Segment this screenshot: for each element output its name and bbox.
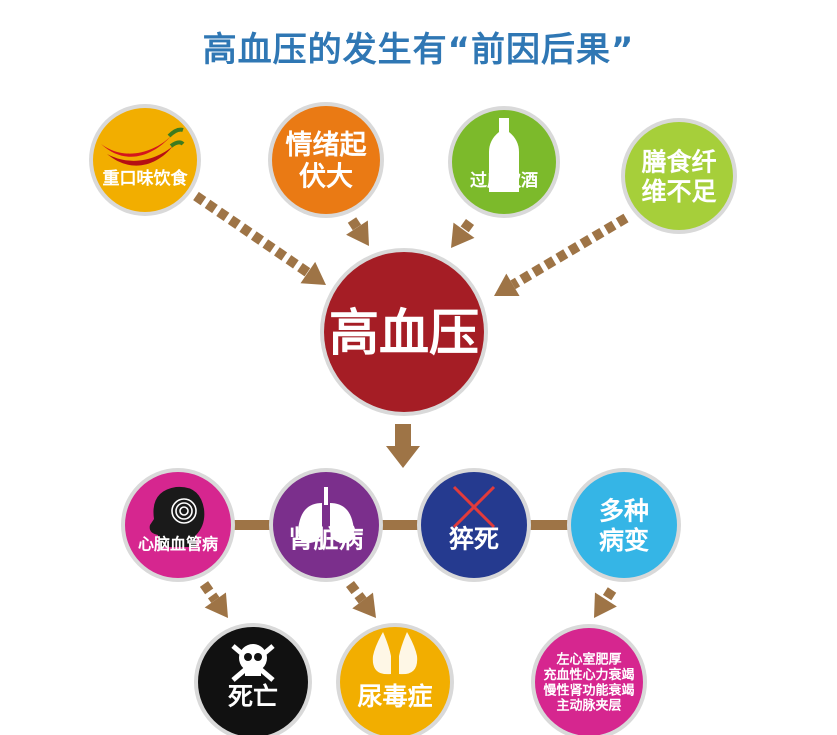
effect-node-3-circle [421,472,527,578]
effect-node-4-label-1: 多种 [599,496,649,525]
arrow-cause-3-shaft [459,219,475,234]
arrow-center-down-shaft [395,424,411,446]
diagram-title: 高血压的发生有“前因后果” [202,30,635,70]
connector-2 [381,520,418,530]
effect-node-2-label-1: 肾脏病 [288,524,363,553]
cause-node-4-label-1: 膳食纤 [641,147,716,176]
effect-node-4-label-2: 病变 [599,526,649,555]
effect-node-1-label-1: 心脑血管病 [138,534,218,553]
arrow-cause-4-head [494,273,520,296]
connector-3 [529,520,568,530]
arrow-center-down [386,424,420,468]
arrow-cause-3-head [451,222,475,248]
effect-node-4-circle [571,472,677,578]
connector-1 [233,520,270,530]
chili-pepper-icon [101,127,185,166]
connectors-layer [233,520,568,530]
arrow-cause-2-shaft [347,217,362,231]
center-node-hypertension-circle [324,252,484,412]
cause-node-2-circle [272,106,380,214]
arrow-cause-2-head [346,220,369,246]
arrows-layer [193,191,629,618]
center-node-hypertension-label-1: 高血压 [329,304,479,362]
arrow-center-down-head [386,446,420,468]
arrow-effect-1-head [204,592,228,618]
lungs-icon [298,487,354,543]
center-node-hypertension: 高血压 [320,248,488,416]
effect-node-3: 猝死 [417,468,531,582]
arrow-effect-2-head [352,592,376,618]
outcome-node-2: 尿毒症 [336,623,454,735]
cause-node-1-label-1: 重口味饮食 [103,168,189,189]
skull-icon [231,644,275,682]
cause-node-4-circle [625,122,733,230]
brain-head-icon [149,486,205,547]
arrow-effect-4-head [594,592,617,618]
arrow-cause-1-head [300,261,326,285]
arrow-effect-1-shaft [199,581,220,603]
outcome-node-3-label-2: 充血性心力衰竭 [543,667,634,683]
effect-node-3-label-1: 猝死 [449,524,499,553]
outcome-node-2-circle [340,627,450,735]
outcome-node-3-label-3: 慢性肾功能衰竭 [543,682,634,698]
arrow-effect-1 [199,581,228,618]
kidney-icon [372,632,418,675]
outcome-node-1-circle [198,627,308,735]
outcome-node-3-circle [535,628,643,735]
arrow-effect-4-shaft [601,587,617,603]
arrow-cause-1 [193,191,326,285]
cause-node-2-label-1: 情绪起 [286,130,368,161]
outcome-node-3-label-1: 左心室肥厚 [556,652,621,668]
arrow-cause-4-shaft [510,213,629,290]
arrow-effect-2 [346,580,376,618]
cross-x-icon [452,485,496,529]
arrow-cause-4 [494,213,629,296]
outcome-node-2-label-1: 尿毒症 [357,682,432,711]
outcome-node-3-label-4: 主动脉夹层 [556,698,621,714]
arrow-cause-2 [346,217,369,246]
outcome-node-1: 死亡 [194,623,312,735]
effect-node-2: 肾脏病 [269,468,383,582]
arrow-cause-3 [451,219,475,248]
nodes-layer: 重口味饮食情绪起伏大过度饮酒膳食纤维不足高血压心脑血管病肾脏病猝死多种病变死亡尿… [89,102,737,735]
cause-node-1: 重口味饮食 [89,104,201,216]
cause-node-2-label-2: 伏大 [299,162,353,193]
cause-node-3: 过度饮酒 [448,106,560,218]
arrow-effect-4 [594,587,617,618]
outcome-node-1-label-1: 死亡 [228,682,278,711]
bottle-icon [489,118,519,192]
cause-node-4-label-2: 维不足 [641,177,716,206]
effect-node-2-circle [273,472,379,578]
effect-node-1: 心脑血管病 [121,468,235,582]
cause-node-3-label-1: 过度饮酒 [470,170,538,191]
arrow-effect-2-shaft [346,580,367,604]
arrow-cause-1-shaft [193,191,311,277]
